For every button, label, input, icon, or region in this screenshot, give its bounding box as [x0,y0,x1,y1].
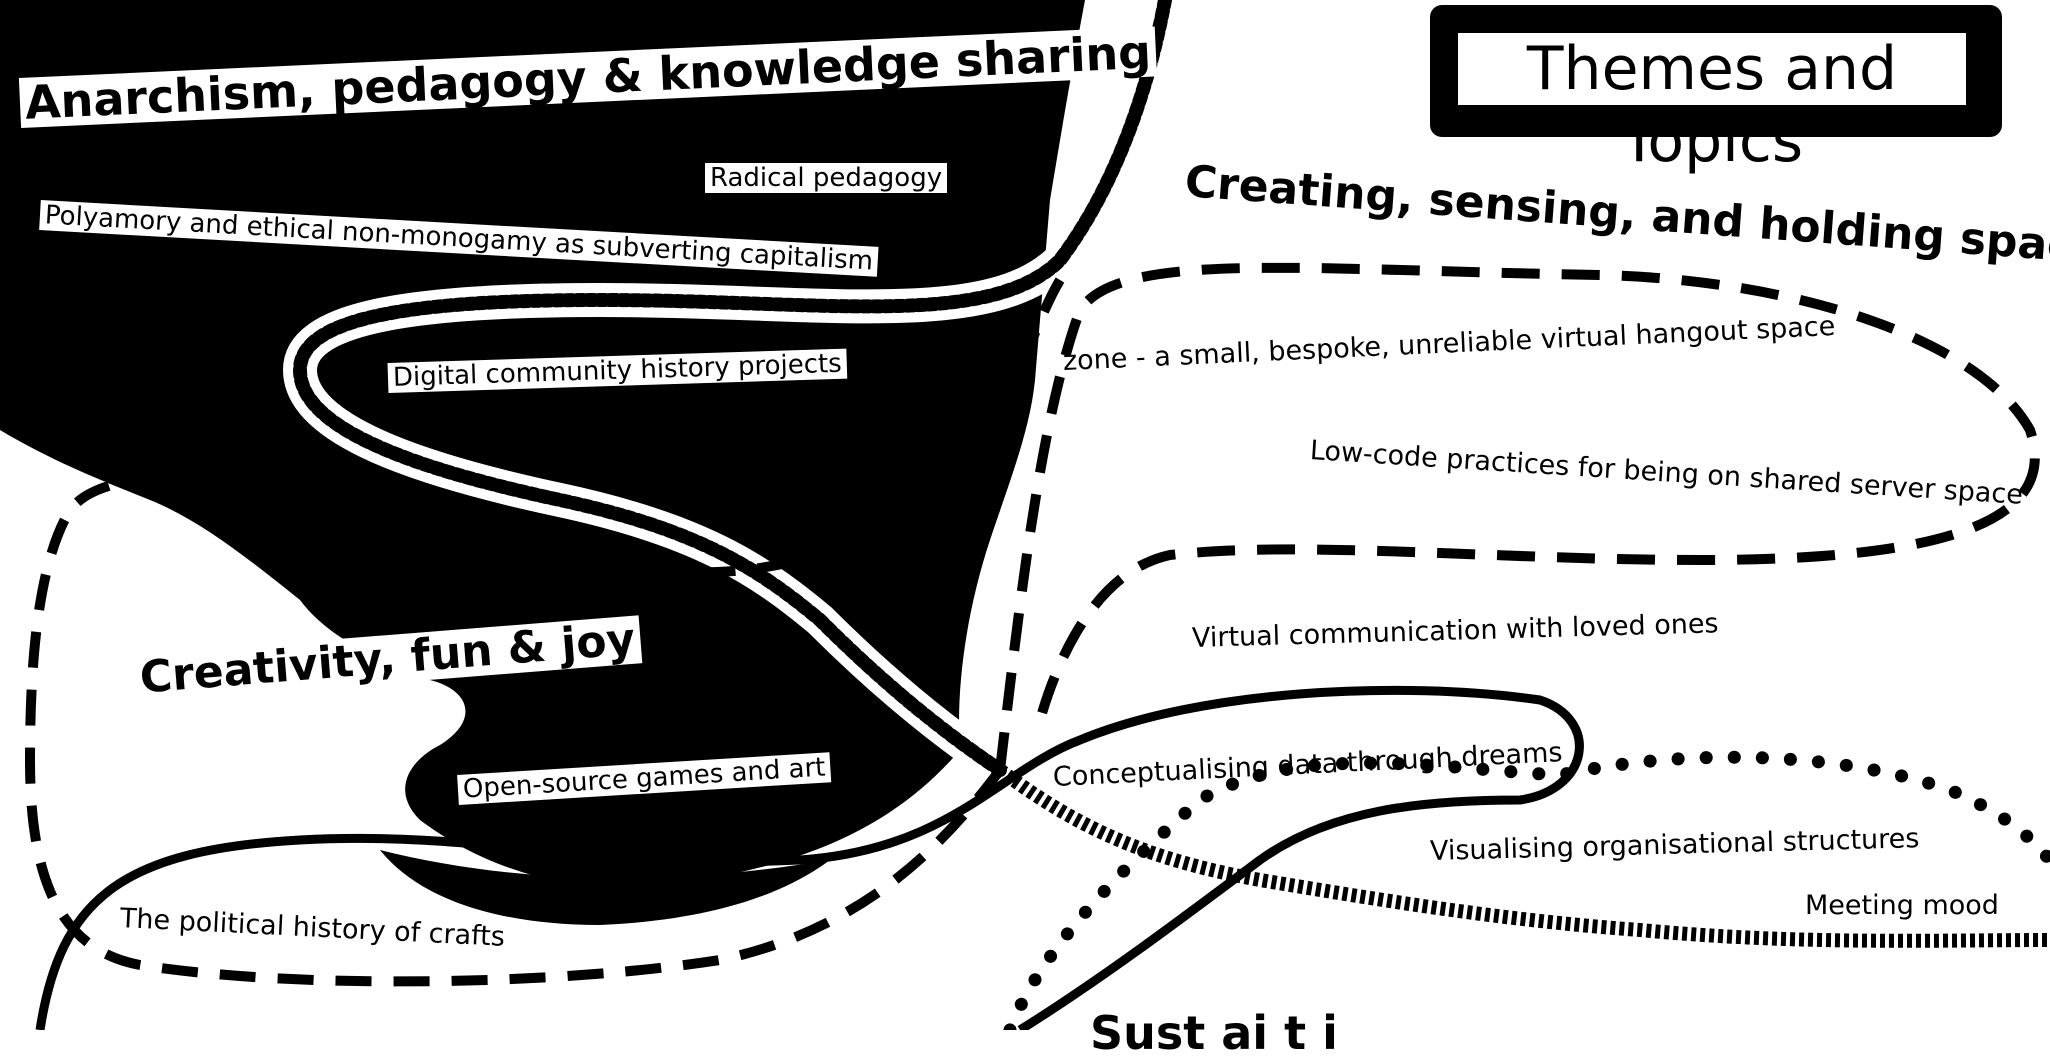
crafts-ribbon [380,850,830,925]
dreams-solid-loop [35,685,1584,1030]
creativity-dashed-loop [24,277,1065,987]
topic-meeting-mood: Meeting mood [1805,890,1999,921]
zigzag-line [995,764,2050,948]
org-dotted-loop [1003,750,2050,1030]
page-title: Themes and Topics [1458,33,1966,176]
wavy-road-black [292,0,1172,777]
topic-radical-pedagogy: Radical pedagogy [705,163,948,193]
anarchism-black-region [0,0,1085,888]
section-bottom-partial: Sust ai t i [1090,1006,1338,1060]
